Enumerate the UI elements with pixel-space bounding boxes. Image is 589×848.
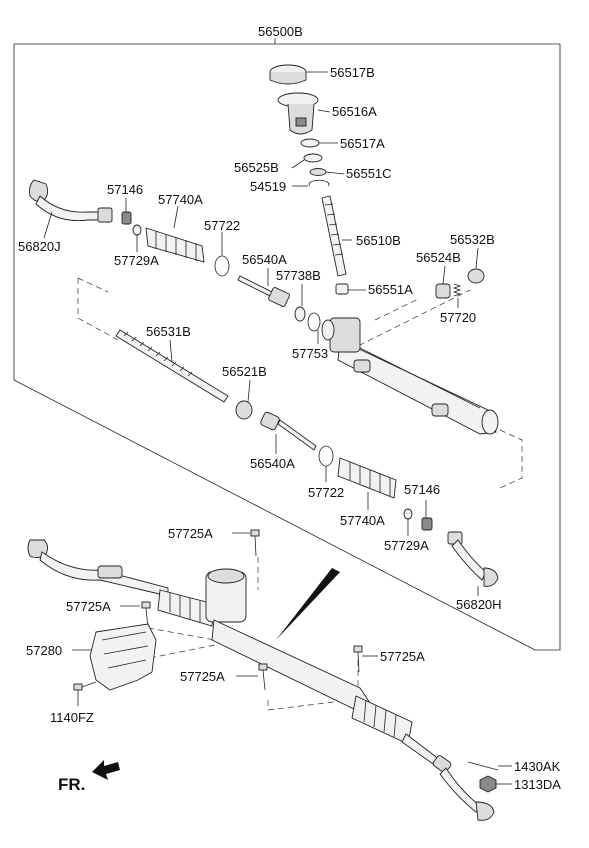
part-54519-snap-ring [292, 179, 330, 187]
label-56551C: 56551C [346, 166, 392, 181]
label-57725A-4: 57725A [180, 669, 225, 684]
label-57722-top: 57722 [204, 218, 240, 233]
part-56540A-inner-rod-bottom [260, 411, 317, 454]
part-56525B-bearing [291, 153, 323, 169]
part-57729A-clip-top [132, 224, 142, 252]
part-1313DA-nut [479, 775, 512, 793]
part-57720-spring [452, 283, 462, 308]
part-1430AK-pin [467, 761, 512, 771]
part-56540A-inner-rod-top [237, 268, 290, 307]
part-56532B-plug [467, 247, 485, 284]
part-rack-housing [321, 317, 499, 435]
label-56532B: 56532B [450, 232, 495, 247]
label-1313DA: 1313DA [514, 777, 561, 792]
dashed-guide-lines [77, 277, 523, 711]
part-56524B-yoke [435, 265, 451, 299]
part-57740A-boot-bottom [337, 457, 397, 510]
label-56517B: 56517B [330, 65, 375, 80]
label-56517A: 56517A [340, 136, 385, 151]
label-56820J: 56820J [18, 239, 61, 254]
label-57729A-top: 57729A [114, 253, 159, 268]
front-direction-indicator [92, 760, 120, 780]
assembled-steering-gear [27, 539, 495, 821]
assembly-frame [13, 38, 561, 651]
label-57725A-2: 57725A [66, 599, 111, 614]
part-57729A-clip-bottom [403, 508, 413, 536]
reference-wedge-arrow [276, 568, 340, 640]
label-56540A-top: 56540A [242, 252, 287, 267]
label-57720: 57720 [440, 310, 476, 325]
label-56524B: 56524B [416, 250, 461, 265]
label-56820H: 56820H [456, 597, 502, 612]
part-1140FZ-bolt [73, 681, 97, 706]
label-56500B: 56500B [258, 24, 303, 39]
part-56531B-rack-bar [115, 329, 229, 403]
part-57722-clamp-top [214, 232, 230, 277]
part-56510B-pinion [321, 195, 352, 277]
label-56551A: 56551A [368, 282, 413, 297]
part-56517B-cap [269, 64, 328, 85]
label-56510B: 56510B [356, 233, 401, 248]
part-57146-nut-top [121, 198, 132, 225]
label-57729A-bottom: 57729A [384, 538, 429, 553]
label-56525B: 56525B [234, 160, 279, 175]
part-56820J-tie-rod-end [29, 179, 113, 239]
part-56551C-ring [309, 168, 345, 176]
label-56531B: 56531B [146, 324, 191, 339]
part-56517A-ring [300, 138, 338, 148]
part-56521B-bush [235, 379, 253, 420]
label-56521B: 56521B [222, 364, 267, 379]
label-1140FZ: 1140FZ [50, 710, 94, 725]
label-front: FR. [58, 775, 85, 794]
label-56540A-bottom: 56540A [250, 456, 295, 471]
label-57753: 57753 [292, 346, 328, 361]
label-54519: 54519 [250, 179, 286, 194]
bolt-57725A-4 [236, 663, 268, 691]
label-56516A: 56516A [332, 104, 377, 119]
part-57146-nut-bottom [421, 500, 433, 531]
label-1430AK: 1430AK [514, 759, 561, 774]
label-57280: 57280 [26, 643, 62, 658]
part-57280-bracket [72, 623, 157, 691]
label-57146-top: 57146 [107, 182, 143, 197]
part-56820H-tie-rod-end [447, 531, 499, 596]
label-57146-bottom: 57146 [404, 482, 440, 497]
label-57740A-top: 57740A [158, 192, 203, 207]
part-56516A-housing [277, 92, 331, 135]
part-57738B-ring [294, 284, 306, 322]
part-56551A-bush [335, 283, 366, 295]
part-57753-ring [307, 312, 321, 344]
label-57740A-bottom: 57740A [340, 513, 385, 528]
label-57722-bottom: 57722 [308, 485, 344, 500]
label-57725A-1: 57725A [168, 526, 213, 541]
label-57738B: 57738B [276, 268, 321, 283]
bolt-57725A-3 [353, 645, 378, 673]
part-57740A-boot-top [145, 205, 205, 263]
front-arrow-icon [92, 760, 120, 780]
part-57722-clamp-bottom [318, 445, 334, 482]
bolt-57725A-1 [232, 529, 260, 557]
label-57725A-3: 57725A [380, 649, 425, 664]
